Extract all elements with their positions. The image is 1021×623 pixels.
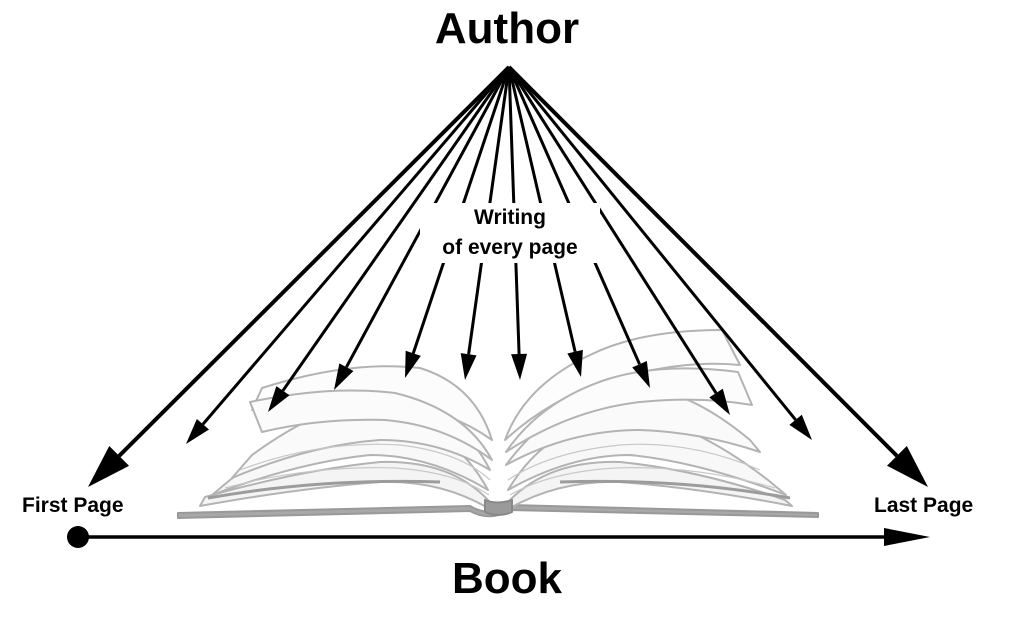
writing-arrow: [507, 66, 718, 394]
writing-arrow: [281, 66, 511, 392]
writing-arrowhead: [709, 388, 730, 415]
author-label: Author: [434, 4, 580, 53]
writing-arrowhead: [632, 360, 650, 388]
writing-arrowhead: [887, 445, 928, 487]
writing-arrowhead: [186, 419, 209, 444]
writing-arrowhead: [789, 414, 812, 440]
last-page-label: Last Page: [874, 494, 974, 517]
writing-caption: Writing of every page: [420, 203, 600, 263]
writing-arrowhead: [334, 363, 354, 390]
writing-arrowhead: [460, 353, 477, 380]
writing-arrow: [117, 65, 511, 458]
book-label: Book: [452, 554, 562, 603]
writing-arrowhead: [88, 446, 130, 487]
first-page-dot: [67, 526, 89, 548]
writing-arrow: [507, 65, 899, 458]
first-page-label: First Page: [22, 494, 124, 517]
book-timeline: [67, 526, 930, 548]
writing-arrowhead: [405, 350, 421, 378]
writing-arrow: [507, 66, 797, 421]
writing-arrow: [201, 66, 511, 426]
writing-arrowhead: [567, 349, 583, 377]
writing-caption-line-1: Writing: [420, 203, 600, 233]
timeline-arrowhead: [884, 528, 930, 546]
writing-arrowhead: [268, 386, 290, 412]
writing-arrowhead: [511, 353, 528, 380]
writing-caption-line-2: of every page: [420, 233, 600, 263]
open-book-illustration: [177, 329, 819, 519]
writing-arrows: [88, 65, 928, 487]
